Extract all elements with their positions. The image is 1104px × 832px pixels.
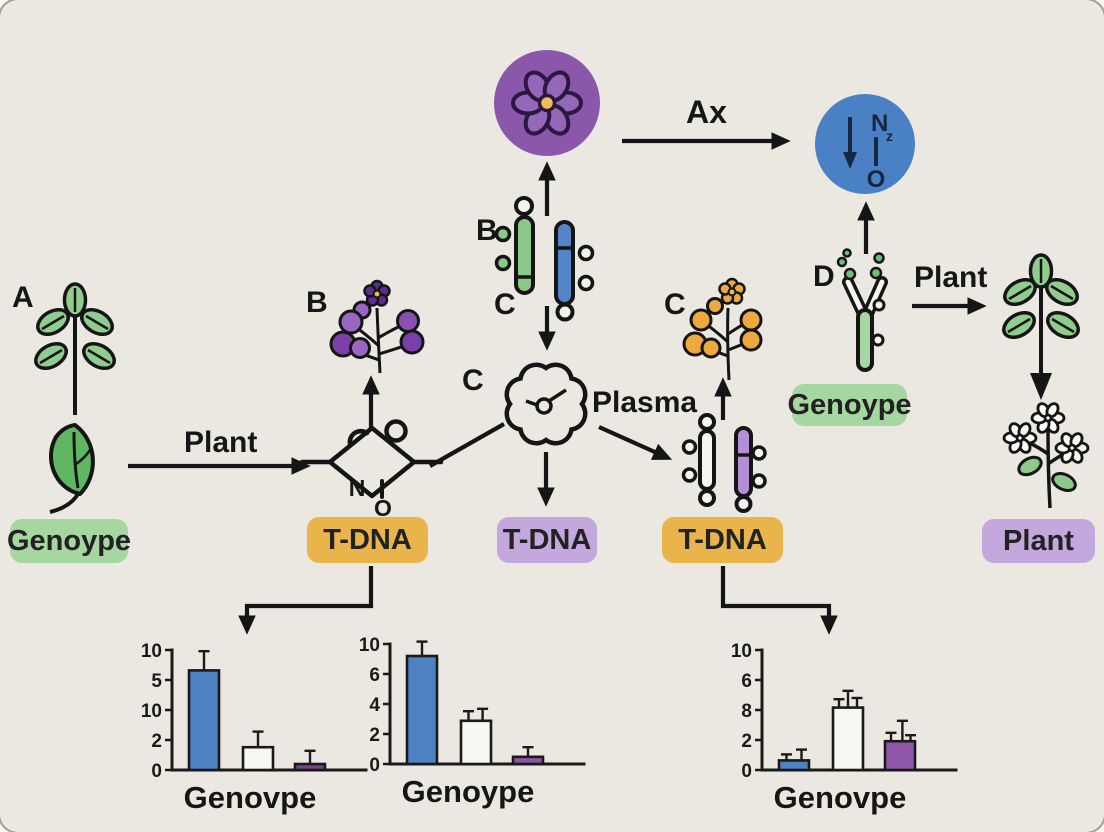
plant-right-label: Plant [914,261,988,294]
label-b-flower: B [306,286,328,319]
label-c-flower: C [664,288,686,321]
chart-bar [883,739,917,772]
chromosome-pair-icon [494,196,595,322]
y-tick-label: 2 [369,725,380,746]
tdna3-badge: T-DNA [662,517,783,563]
blue-circle-sub-text: z [886,128,893,144]
seedling-vector-icon [836,248,888,372]
y-tick-label: 10 [359,635,380,656]
blue-circle-n-text: N [871,110,888,137]
y-tick-label: 10 [731,641,752,662]
y-tick-label: 10 [141,641,162,662]
leaf-icon [48,423,95,514]
chart-x-label: Genovpe [774,780,907,815]
y-tick-label: 5 [151,671,162,692]
tdna2-badge: T-DNA [497,517,597,563]
label-b-chromosomes: B [476,214,498,247]
chart-x-label: Genoype [402,774,535,809]
tdna3-to-chart3-elbow-arrow [720,566,838,635]
tdna1-to-chart1-elbow-arrow [238,566,374,635]
white-chromosome-icon [681,413,716,507]
flower-bouquet-icon [1002,402,1090,509]
chart-x-label: Genovpe [184,780,317,815]
chart-bar [293,762,327,772]
purple-flower-cluster-icon [329,279,425,374]
y-tick-label: 4 [369,695,380,716]
plant-badge-label: Plant [1003,524,1074,557]
y-tick-label: 6 [369,665,380,686]
plant-sprig-icon [34,282,116,415]
tdna3-label: T-DNA [678,523,767,556]
label-c-cloud: C [462,364,484,397]
y-tick-label: 2 [741,731,752,752]
blue-circle-o-text: O [867,166,886,193]
plant-badge: Plant [982,519,1095,563]
genotype-left-label: Genoype [6,524,132,557]
molecule-o-text: O [374,495,392,521]
plasma-label: Plasma [592,386,698,419]
cloud-to-molecule-line [428,422,506,468]
chart-bar [187,669,221,772]
tdna1-label: T-DNA [323,523,412,556]
blue-chromosome-icon [554,220,595,322]
chart-bar [459,719,493,766]
label-d: D [813,260,835,293]
y-tick-label: 10 [141,701,162,722]
chart-bar [405,654,439,766]
plant-sprig-arrow-icon [1002,253,1080,400]
y-tick-label: 6 [741,671,752,692]
chart-bar [777,759,811,772]
chart-bar [241,745,275,772]
blue-compound-circle-icon: N z O [815,94,915,194]
y-tick-label: 0 [741,761,752,782]
purple-chromosome-icon [734,426,767,513]
genotype-left-badge: Genoype [6,519,132,563]
green-chromosome-icon [494,196,535,295]
tdna1-badge: T-DNA [307,517,428,563]
y-tick-label: 0 [151,761,162,782]
chart-bar [511,755,545,766]
tdna2-label: T-DNA [502,523,592,556]
purple-flower-circle-icon [494,50,600,156]
y-tick-label: 2 [151,731,162,752]
orange-flower-cluster-icon [682,277,763,381]
label-a: A [12,281,34,314]
genotype-right-label: Genoype [787,388,912,421]
label-c-chromosomes: C [494,288,516,321]
chromosome-pair-right-icon [681,413,767,513]
molecule-n-text: N [349,475,366,501]
cloud-clock-icon [504,362,588,446]
chart-bar [831,706,865,772]
plant-left-label: Plant [184,426,258,459]
y-tick-label: 0 [369,755,380,776]
molecule-icon: N O [299,419,444,521]
cloud-to-chromosomes-arrow [598,425,673,460]
y-tick-label: 8 [741,701,752,722]
genotype-right-badge: Genoype [787,384,912,426]
ax-arrow-label: Ax [686,94,727,130]
